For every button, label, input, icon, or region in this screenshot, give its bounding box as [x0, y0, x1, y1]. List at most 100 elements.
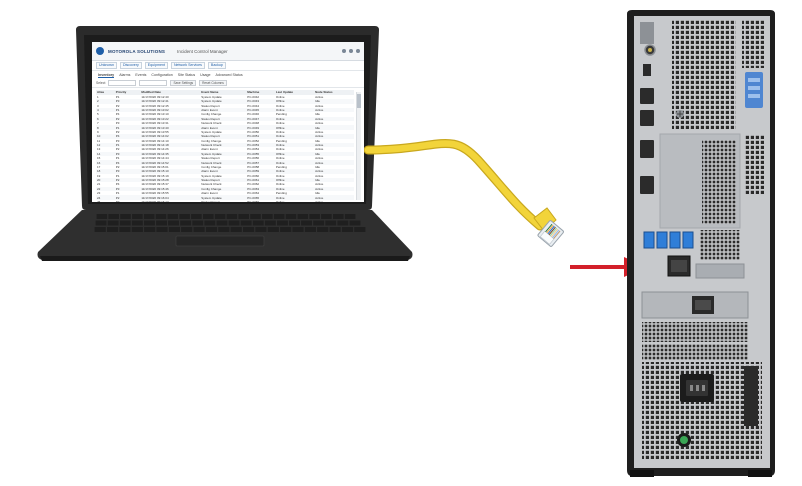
- keyboard-key: [216, 220, 228, 226]
- column-header[interactable]: Machine: [246, 90, 275, 95]
- top-left-slot: [640, 22, 654, 44]
- table-cell: 16: [96, 160, 115, 165]
- table-cell: 11/17/2020 09:16:13: [141, 199, 169, 202]
- table-cell: PC-0047: [246, 116, 275, 122]
- keyboard-key: [240, 220, 252, 226]
- reset-columns-button[interactable]: Reset Columns: [199, 80, 227, 86]
- tab-advanced-status[interactable]: Advanced Status: [215, 73, 243, 77]
- column-header[interactable]: Last Update: [274, 90, 315, 95]
- keyboard-key: [264, 220, 276, 226]
- cable-boot: [533, 207, 557, 232]
- table-cell: 11/17/2020 09:13:31: [141, 121, 169, 126]
- keyboard-key: [156, 227, 168, 232]
- table-cell: Active: [314, 169, 354, 174]
- app-header: MOTOROLA SOLUTIONS Incident Control Mana…: [92, 42, 364, 61]
- table-cell: 11/17/2020 09:13:02: [140, 107, 201, 113]
- tab-events[interactable]: Events: [135, 73, 147, 77]
- mid-vent: [702, 140, 736, 224]
- tab-alarms[interactable]: Alarms: [119, 73, 131, 77]
- table-cell: P4: [115, 182, 120, 187]
- toolbar-button[interactable]: Network Services: [170, 62, 205, 69]
- table-cell: Idle: [315, 164, 320, 169]
- table-cell: PC-0045: [246, 107, 275, 113]
- table-cell: Online: [275, 199, 285, 202]
- table-cell: Active: [314, 186, 354, 192]
- filter-input[interactable]: [139, 80, 168, 86]
- table-cell: 11/17/2020 09:14:52: [140, 160, 201, 165]
- power-button-icon: [677, 433, 691, 447]
- user-icon[interactable]: [356, 49, 360, 53]
- table-cell: 11/17/2020 09:15:01: [141, 164, 169, 169]
- table-cell: Active: [315, 147, 324, 152]
- keyboard-key: [280, 227, 292, 232]
- table-cell: P1: [114, 142, 141, 148]
- column-header[interactable]: Modified Date: [140, 90, 201, 95]
- table-cell: 11/17/2020 09:14:18: [140, 142, 201, 148]
- keyboard-key: [349, 220, 361, 226]
- tab-inventory[interactable]: Inventory: [98, 72, 115, 78]
- table-scrollbar[interactable]: [356, 92, 361, 200]
- table-cell: 11/17/2020 09:12:41: [140, 99, 201, 104]
- desktop-tower-rear: [627, 10, 775, 477]
- table-cell: Active: [314, 160, 354, 165]
- tab-usage[interactable]: Usage: [200, 73, 211, 77]
- keyboard-key: [344, 214, 356, 219]
- toolbar-button[interactable]: Unknown: [96, 62, 117, 69]
- power-inlet-pin: [702, 385, 705, 391]
- table-cell: P1: [115, 191, 120, 196]
- scrollbar-thumb[interactable]: [357, 94, 361, 108]
- table-cell: 13: [97, 147, 101, 152]
- table-cell: Offline: [274, 99, 315, 104]
- column-header[interactable]: Alias: [96, 90, 115, 95]
- column-header[interactable]: Priority: [114, 90, 141, 95]
- table-cell: 11/17/2020 09:15:10: [140, 169, 201, 174]
- column-header[interactable]: Event Name: [200, 90, 247, 95]
- save-settings-button[interactable]: Save Settings: [170, 80, 197, 86]
- toolbar-button[interactable]: Discovery: [119, 62, 142, 69]
- keyboard-key: [131, 227, 143, 232]
- toolbar-button[interactable]: Equipment: [144, 62, 168, 69]
- settings-icon[interactable]: [349, 49, 353, 53]
- table-cell: Alarm Event: [201, 147, 218, 152]
- table-cell: Active: [315, 103, 324, 108]
- keyboard-key: [107, 220, 119, 226]
- release-latch-ridge: [748, 86, 760, 90]
- filter-input[interactable]: [108, 80, 137, 86]
- power-inlet-pin: [690, 385, 693, 391]
- notification-icon[interactable]: [342, 49, 346, 53]
- keyboard-key: [96, 214, 108, 219]
- toolbar-button[interactable]: Backup: [207, 62, 226, 69]
- tab-site-status[interactable]: Site Status: [177, 73, 196, 77]
- column-header[interactable]: Node Status: [314, 90, 354, 95]
- table-cell: Network Check: [200, 142, 247, 148]
- table-cell: Offline: [274, 125, 315, 130]
- tab-configuration[interactable]: Configuration: [151, 73, 173, 77]
